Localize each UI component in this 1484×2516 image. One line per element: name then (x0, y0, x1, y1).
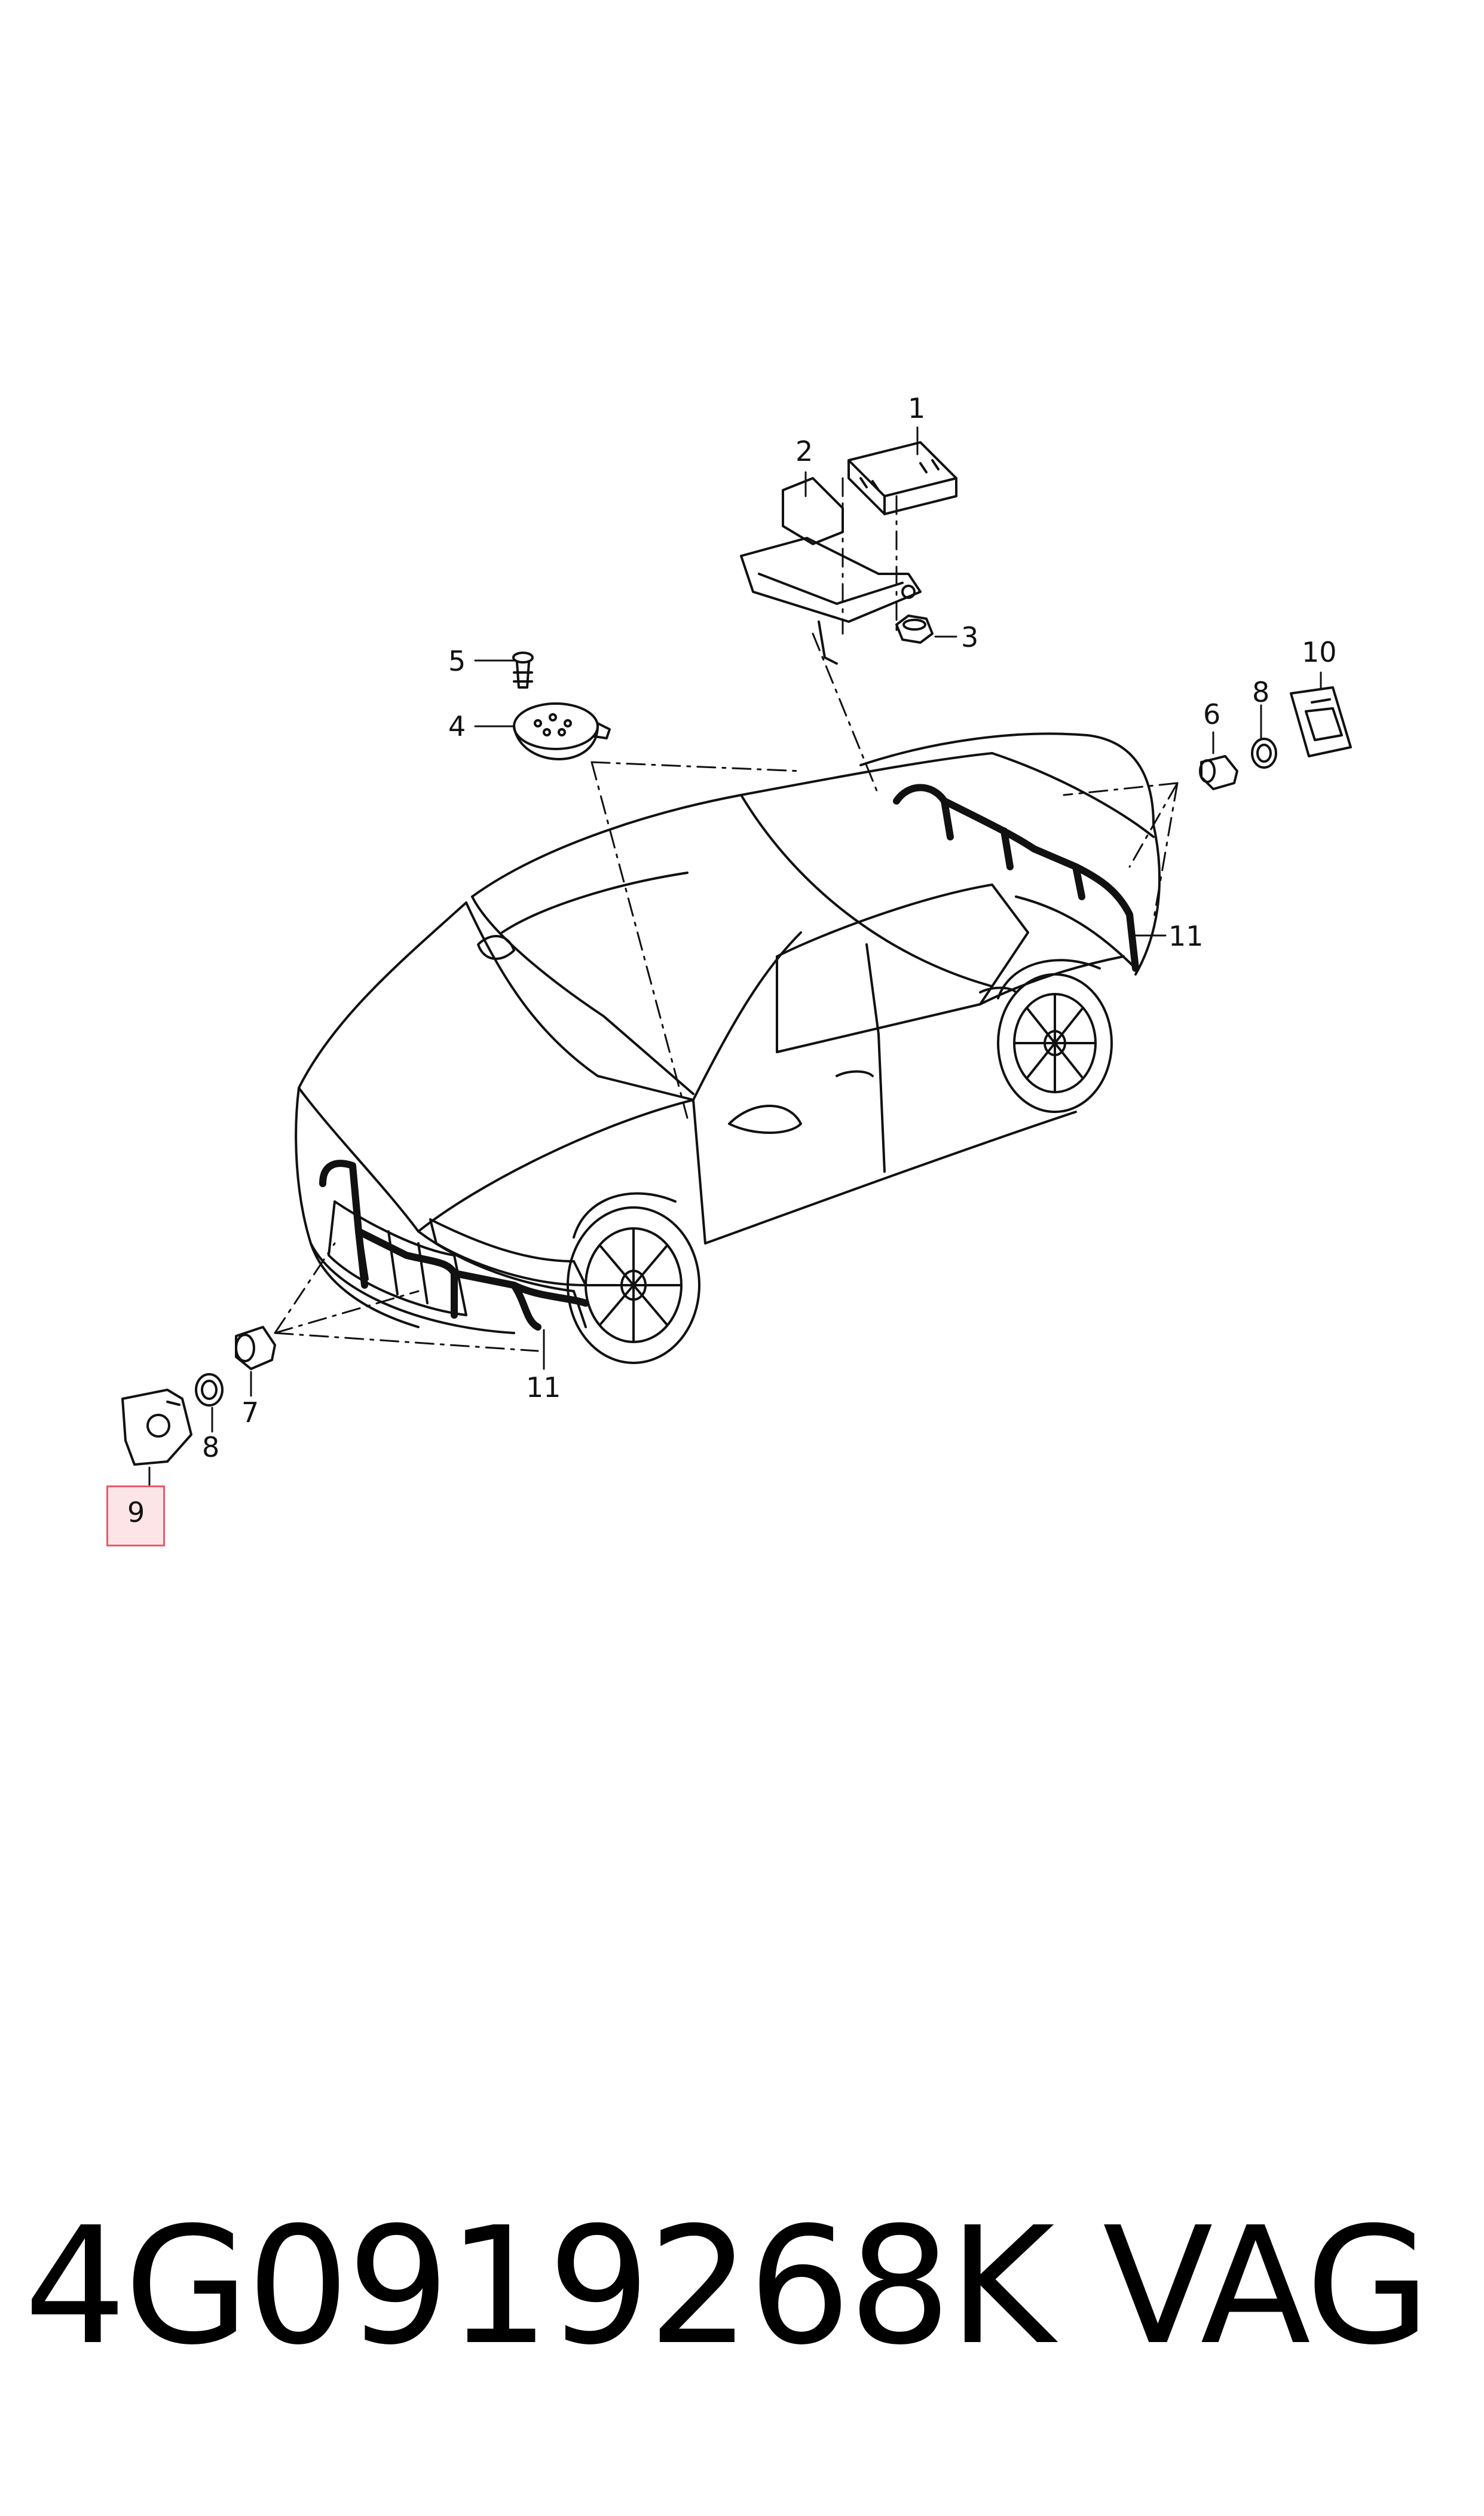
buzzer-part (513, 702, 611, 760)
part-number: 4G0919268K (24, 2192, 1055, 2380)
front-sensor-part (235, 1326, 276, 1370)
rear-holder-part (1290, 686, 1352, 757)
clip-part (512, 652, 534, 689)
callout-11-rear: 11 (1168, 920, 1204, 952)
callout-lines (148, 426, 1322, 1487)
car-body (295, 732, 1161, 1334)
callout-5: 5 (448, 645, 466, 677)
highlighted-callout-box (106, 1485, 165, 1546)
leader-lines (274, 477, 1179, 1352)
nut-part (895, 615, 934, 644)
front-wheel (567, 1192, 700, 1364)
callout-6: 6 (1203, 698, 1221, 730)
bracket-part (740, 477, 922, 665)
control-module-part (847, 441, 957, 515)
rear-sensor-part (1199, 755, 1238, 790)
callout-8-rear: 8 (1252, 676, 1270, 708)
callout-4: 4 (448, 710, 466, 742)
front-holder-part (121, 1389, 192, 1466)
rear-wheel (997, 959, 1113, 1113)
callout-1: 1 (908, 392, 926, 424)
front-bumper-harness (319, 1160, 589, 1331)
brand-label: VAG (1103, 2192, 1431, 2380)
callout-9: 9 (127, 1496, 145, 1528)
callout-7: 7 (241, 1396, 259, 1429)
callout-8-front: 8 (202, 1431, 220, 1463)
front-ring-part (195, 1373, 224, 1407)
rear-bumper-harness (893, 784, 1139, 972)
callout-10: 10 (1302, 636, 1337, 668)
callout-11-front: 11 (526, 1371, 561, 1404)
rear-ring-part (1251, 738, 1277, 769)
callout-2: 2 (795, 435, 813, 467)
callout-3: 3 (961, 621, 979, 653)
